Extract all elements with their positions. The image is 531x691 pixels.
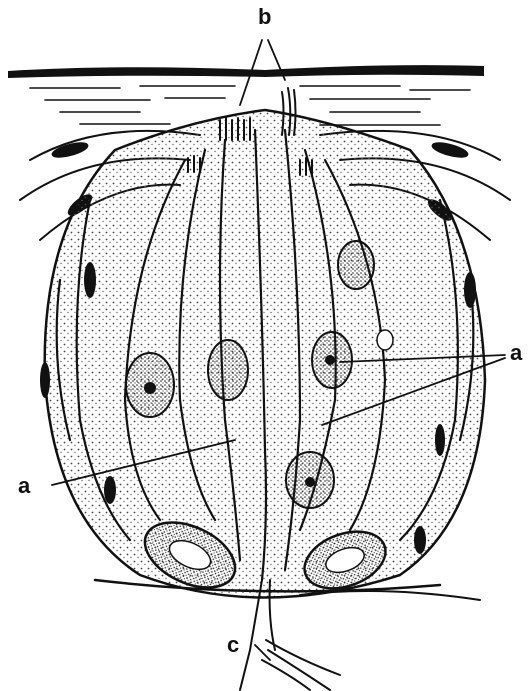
label-a-right: a	[510, 340, 523, 365]
label-a-left: a	[18, 473, 31, 498]
label-b: b	[258, 4, 271, 29]
label-c: c	[227, 632, 239, 657]
